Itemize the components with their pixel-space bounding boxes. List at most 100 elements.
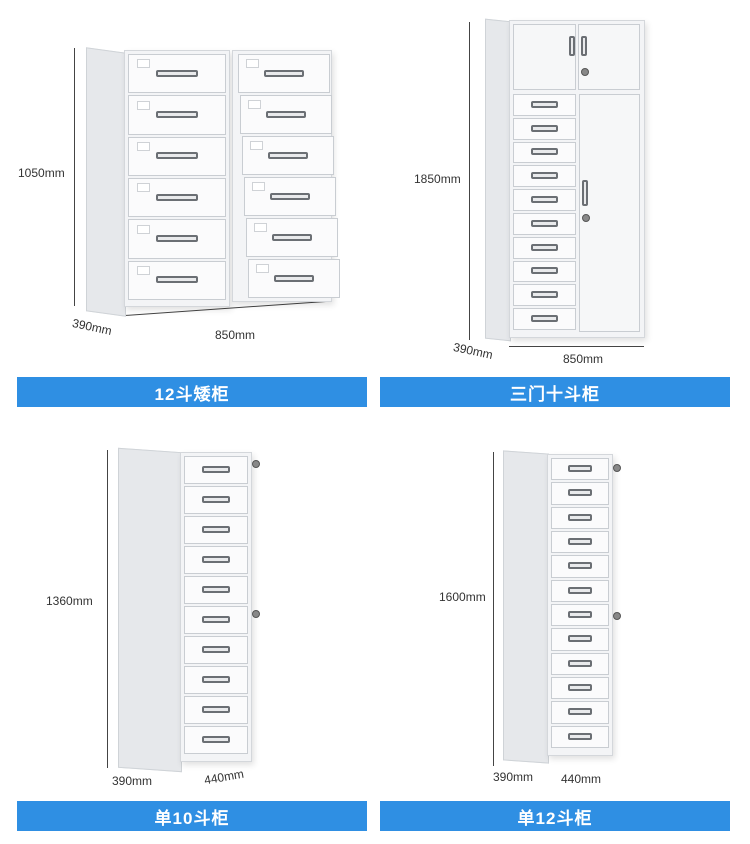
drawer[interactable] <box>184 696 248 724</box>
drawer-handle[interactable] <box>155 276 199 284</box>
drawer[interactable] <box>184 546 248 574</box>
drawer[interactable] <box>551 531 609 554</box>
drawer[interactable] <box>128 136 226 176</box>
drawer[interactable] <box>513 308 576 330</box>
drawer-handle[interactable] <box>567 684 593 692</box>
drawer[interactable] <box>513 284 576 307</box>
drawer[interactable] <box>551 579 609 602</box>
drawer[interactable] <box>551 604 609 627</box>
drawer-handle[interactable] <box>202 676 230 683</box>
drawer-handle[interactable] <box>155 234 199 242</box>
drawer[interactable] <box>513 141 576 164</box>
drawer[interactable] <box>513 260 576 283</box>
product-title-banner[interactable]: 三门十斗柜 <box>380 377 730 407</box>
drawer-handle[interactable] <box>202 616 230 623</box>
drawer[interactable] <box>246 218 338 257</box>
drawer[interactable] <box>184 456 248 484</box>
drawer[interactable] <box>513 165 576 188</box>
drawer-handle[interactable] <box>531 291 558 299</box>
drawer[interactable] <box>551 628 609 651</box>
drawer-handle[interactable] <box>202 466 230 473</box>
drawer-handle[interactable] <box>202 736 230 743</box>
drawer[interactable] <box>513 213 576 235</box>
drawer[interactable] <box>513 94 576 116</box>
drawer-handle[interactable] <box>155 69 199 77</box>
drawer-handle[interactable] <box>567 732 593 740</box>
drawer[interactable] <box>184 726 248 754</box>
product-panel-single-10-drawer-cabinet[interactable]: 1360mm 390mm 440mm 单10斗柜 <box>0 422 375 844</box>
upper-right-door[interactable] <box>578 24 640 90</box>
drawer-handle[interactable] <box>531 267 558 275</box>
drawer-handle[interactable] <box>268 151 308 159</box>
product-panel-12-drawer-low-cabinet[interactable]: 1050mm 850mm 390mm 12斗矮柜 <box>0 0 375 410</box>
drawer-handle[interactable] <box>567 659 593 667</box>
drawer[interactable] <box>551 701 609 724</box>
drawer[interactable] <box>128 178 226 218</box>
drawer-handle[interactable] <box>202 526 230 533</box>
drawer-handle[interactable] <box>264 69 304 77</box>
drawer-handle[interactable] <box>567 562 593 570</box>
drawer-handle[interactable] <box>567 465 593 473</box>
drawer[interactable] <box>128 260 226 300</box>
drawer[interactable] <box>513 189 576 211</box>
side-door-handle[interactable] <box>582 180 588 206</box>
drawer-handle[interactable] <box>270 192 310 200</box>
drawer[interactable] <box>238 54 330 93</box>
product-title-banner[interactable]: 12斗矮柜 <box>17 377 367 407</box>
drawer[interactable] <box>184 516 248 544</box>
drawer[interactable] <box>551 482 609 505</box>
drawer[interactable] <box>128 95 226 135</box>
drawer-handle[interactable] <box>531 219 558 227</box>
product-title-banner[interactable]: 单10斗柜 <box>17 801 367 831</box>
drawer-handle[interactable] <box>567 538 593 546</box>
drawer-handle[interactable] <box>155 193 199 201</box>
drawer-handle[interactable] <box>531 124 558 132</box>
drawer-handle[interactable] <box>202 556 230 563</box>
side-tall-door[interactable] <box>579 94 640 332</box>
drawer-handle[interactable] <box>531 100 558 108</box>
drawer-handle[interactable] <box>567 611 593 619</box>
drawer-handle[interactable] <box>266 110 306 118</box>
drawer[interactable] <box>551 458 609 481</box>
drawer[interactable] <box>551 555 609 578</box>
product-title-banner[interactable]: 单12斗柜 <box>380 801 730 831</box>
drawer-handle[interactable] <box>567 586 593 594</box>
drawer-handle[interactable] <box>202 586 230 593</box>
drawer-handle[interactable] <box>567 708 593 716</box>
drawer[interactable] <box>184 666 248 694</box>
drawer[interactable] <box>551 677 609 700</box>
drawer-handle[interactable] <box>202 706 230 713</box>
drawer-handle[interactable] <box>531 148 558 156</box>
drawer-handle[interactable] <box>531 172 558 180</box>
drawer[interactable] <box>551 506 609 529</box>
drawer-handle[interactable] <box>274 274 314 282</box>
drawer[interactable] <box>248 259 340 298</box>
drawer-handle[interactable] <box>567 513 593 521</box>
drawer[interactable] <box>244 177 336 216</box>
drawer-handle[interactable] <box>531 196 558 204</box>
drawer[interactable] <box>513 236 576 259</box>
drawer[interactable] <box>184 486 248 514</box>
drawer-handle[interactable] <box>272 233 312 241</box>
drawer-handle[interactable] <box>155 110 199 118</box>
drawer[interactable] <box>242 136 334 175</box>
drawer[interactable] <box>240 95 332 134</box>
drawer-handle[interactable] <box>567 635 593 643</box>
drawer-handle[interactable] <box>155 152 199 160</box>
drawer-handle[interactable] <box>202 496 230 503</box>
drawer[interactable] <box>128 54 226 94</box>
drawer[interactable] <box>128 219 226 259</box>
upper-door-handle-right[interactable] <box>581 36 587 56</box>
product-panel-single-12-drawer-cabinet[interactable]: 1600mm 390mm 440mm 单12斗柜 <box>375 422 750 844</box>
product-panel-three-door-ten-drawer-cabinet[interactable]: 1850mm 390mm 850mm 三门十斗柜 <box>375 0 750 410</box>
drawer[interactable] <box>513 117 576 140</box>
drawer-handle[interactable] <box>567 489 593 497</box>
drawer[interactable] <box>184 636 248 664</box>
drawer-handle[interactable] <box>531 315 558 323</box>
upper-left-door[interactable] <box>513 24 576 90</box>
drawer[interactable] <box>184 576 248 604</box>
drawer[interactable] <box>551 652 609 675</box>
drawer-handle[interactable] <box>531 243 558 251</box>
upper-door-handle-left[interactable] <box>569 36 575 56</box>
drawer[interactable] <box>184 606 248 634</box>
